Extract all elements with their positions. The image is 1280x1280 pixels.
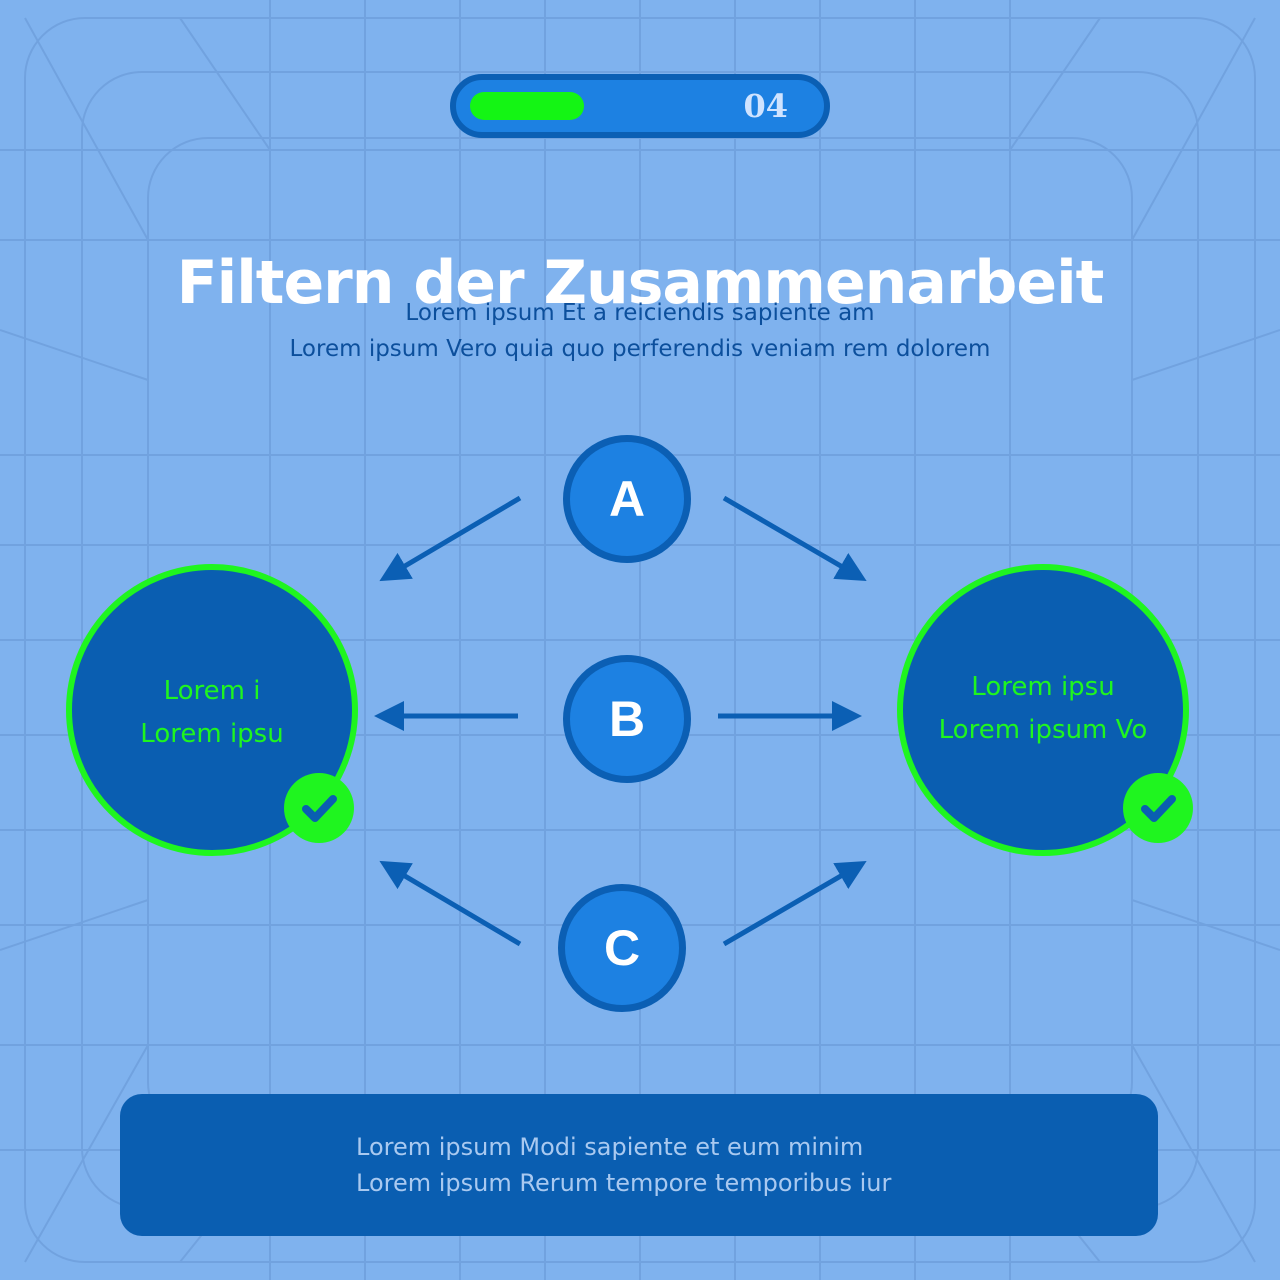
panel-line-2: Lorem ipsum Rerum tempore temporibus iur [356, 1169, 892, 1197]
page-number: 04 [743, 87, 788, 125]
page-title: Filtern der Zusammenarbeit [176, 248, 1105, 318]
right-circle-line-2: Lorem ipsum Vo [938, 715, 1148, 745]
left-circle-line-2: Lorem ipsu [140, 719, 284, 749]
left-circle-line-1: Lorem i [163, 676, 261, 706]
check-icon [284, 773, 354, 843]
progress-bar: 04 [450, 74, 830, 138]
arrow-c-right [722, 860, 867, 947]
progress-track [470, 92, 678, 120]
right-circle-line-1: Lorem ipsu [971, 672, 1115, 702]
panel-line-1: Lorem ipsum Modi sapiente et eum minim [356, 1133, 864, 1161]
node-c: C [558, 884, 686, 1012]
check-icon [1123, 773, 1193, 843]
node-a: A [563, 435, 691, 563]
right-result-circle: Lorem ipsu Lorem ipsum Vo [897, 564, 1189, 856]
subtitle-line-1: Lorem ipsum Et a reiciendis sapiente am [405, 300, 875, 326]
node-b: B [563, 655, 691, 783]
left-circle-text: Lorem i Lorem ipsu [72, 670, 352, 756]
arrow-a-right [722, 495, 867, 582]
progress-fill [470, 92, 585, 120]
arrow-a-left [379, 495, 522, 582]
bottom-text-panel: Lorem ipsum Modi sapiente et eum minim L… [120, 1094, 1158, 1236]
subtitle-line-2: Lorem ipsum Vero quia quo perferendis ve… [289, 336, 991, 362]
arrow-c-left [379, 860, 522, 947]
right-circle-text: Lorem ipsu Lorem ipsum Vo [903, 666, 1183, 752]
